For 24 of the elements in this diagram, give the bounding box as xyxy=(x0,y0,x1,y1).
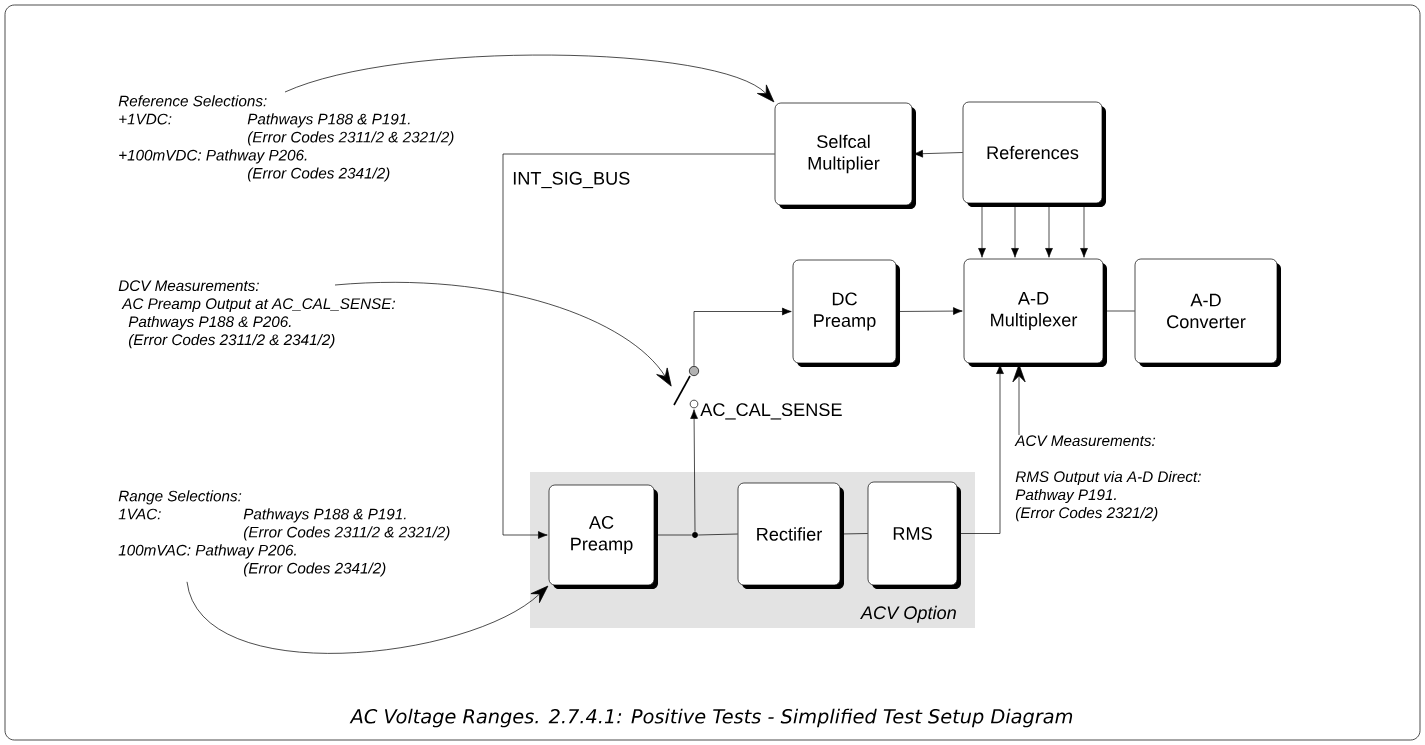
arrow xyxy=(693,307,792,367)
block-box: Rectifier xyxy=(737,482,844,589)
block-box: A-D Multiplexer xyxy=(963,258,1107,367)
connector-line xyxy=(697,533,738,536)
pointer-arrow xyxy=(284,54,775,103)
note-text: Range Selections: 1VAC: Pathways P188 & P191. (Error Codes 2311/2 & 2321/2) 100mVAC: Pathway P206. (Error Codes 2341/2) xyxy=(118,490,450,577)
arrow xyxy=(502,153,775,539)
block-box: RMS xyxy=(867,481,961,589)
note-text: Reference Selections: +1VDC: Pathways P188 & P191. (Error Codes 2311/2 & 2321/2) +100mVDC: Pathway P206. (Error Codes 2341/2) xyxy=(118,95,454,182)
block-box: A-D Converter xyxy=(1134,258,1281,367)
note-text: ACV Measurements: RMS Output via A-D Direct: Pathway P191. (Error Codes 2321/2) xyxy=(1014,435,1201,522)
arrow xyxy=(690,409,698,533)
pointer-arrow xyxy=(186,581,549,654)
arrow xyxy=(913,149,963,158)
block-box: Selfcal Multiplier xyxy=(774,102,916,209)
block-box: AC Preamp xyxy=(548,484,658,589)
pointer-arrow xyxy=(1012,364,1026,436)
note-text: DCV Measurements: AC Preamp Output at AC_CAL_SENSE: Pathways P188 & P206. (Error Codes 2311/2 & 2341/2) xyxy=(118,280,396,349)
block-box: References xyxy=(962,101,1106,207)
edge-label: INT_SIG_BUS xyxy=(513,171,630,189)
caption: AC Voltage Ranges. 2.7.4.1: Positive Tests - Simplified Test Setup Diagram xyxy=(349,708,1073,728)
signal-label: AC_CAL_SENSE xyxy=(700,403,842,420)
block-box: DC Preamp xyxy=(792,259,900,367)
pointer-arrow xyxy=(334,282,672,387)
